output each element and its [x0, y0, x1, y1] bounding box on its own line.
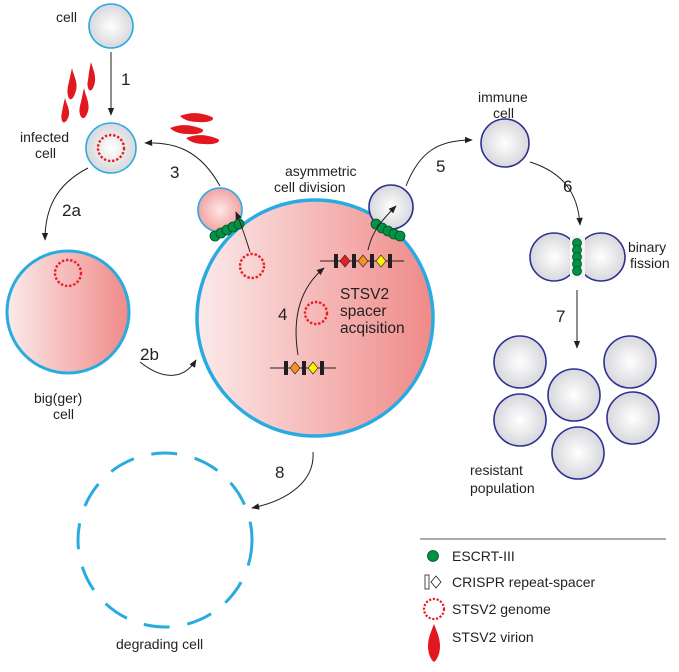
crispr-legend-icon	[424, 574, 442, 590]
arrow-genome-to-bud	[235, 211, 251, 253]
legend-crispr: CRISPR repeat-spacer	[424, 574, 596, 590]
step-2a-label: 2a	[62, 201, 81, 220]
degrading-label: degrading cell	[116, 636, 203, 652]
step-2b-label: 2b	[140, 345, 159, 364]
arrow-step-5	[405, 136, 473, 187]
immune-label-1: immune	[478, 89, 528, 105]
legend-virion: STSV2 virion	[428, 624, 534, 662]
step-3-label: 3	[170, 163, 179, 182]
arrow-step-2b	[139, 359, 197, 376]
degrading-cell	[76, 451, 254, 629]
stsv2-genome-central	[238, 252, 266, 280]
cell-label: cell	[56, 9, 77, 25]
legend-genome-label: STSV2 genome	[452, 601, 551, 617]
immune-label-2: cell	[493, 105, 514, 121]
binary-label-2: fission	[630, 255, 670, 271]
step-8-label: 8	[275, 463, 284, 482]
crispr-array-original	[270, 361, 336, 375]
arrow-crispr-to-bud	[367, 205, 397, 251]
arrow-step-8	[251, 451, 314, 510]
virion-legend-icon	[428, 624, 440, 662]
legend-escrt: ESCRT-III	[427, 548, 515, 564]
bigger-label-2: cell	[53, 406, 74, 422]
step-1-label: 1	[121, 70, 130, 89]
step-5-label: 5	[436, 157, 445, 176]
virion-cluster-1	[61, 62, 96, 123]
genome-legend-icon	[422, 597, 446, 621]
stsv2-label-1: STSV2	[340, 286, 389, 303]
escrt-legend-icon	[427, 550, 439, 562]
legend-escrt-label: ESCRT-III	[452, 548, 515, 564]
legend-crispr-label: CRISPR repeat-spacer	[452, 574, 596, 590]
immune-cell	[480, 118, 530, 168]
legend-genome: STSV2 genome	[422, 597, 551, 621]
resistant-population	[493, 335, 660, 480]
infected-cell	[85, 122, 137, 174]
stsv2-label-3: acqisition	[340, 320, 405, 337]
stsv2-genome-infected	[96, 133, 126, 163]
asym-label-1: asymmetric	[285, 163, 357, 179]
stsv2-label-2: spacer	[340, 303, 387, 320]
escrt-ring-right	[370, 218, 406, 242]
arrow-step-4	[295, 267, 325, 356]
resistant-label-2: population	[470, 480, 535, 496]
bigger-label-1: big(ger)	[34, 390, 82, 406]
binary-label-1: binary	[628, 239, 666, 255]
step-4-label: 4	[278, 305, 287, 324]
step-7-label: 7	[556, 307, 565, 326]
stsv2-genome-acquisition	[303, 300, 329, 326]
virion-cluster-3	[170, 113, 220, 145]
stsv2-genome-bigger	[53, 258, 83, 288]
escrt-ring-left	[209, 218, 245, 242]
bigger-cell	[5, 249, 131, 375]
healthy-cell	[88, 3, 134, 49]
infected-label-1: infected	[20, 129, 69, 145]
binary-fission-cells	[529, 232, 626, 282]
crispr-array-expanded	[320, 254, 404, 268]
arrow-step-6	[529, 161, 583, 226]
arrow-step-3	[144, 139, 221, 187]
asym-label-2: cell division	[274, 179, 346, 195]
infected-label-2: cell	[35, 145, 56, 161]
legend-virion-label: STSV2 virion	[452, 629, 534, 645]
resistant-label-1: resistant	[470, 462, 523, 478]
arrow-step-2a	[41, 167, 89, 241]
step-6-label: 6	[563, 177, 572, 196]
